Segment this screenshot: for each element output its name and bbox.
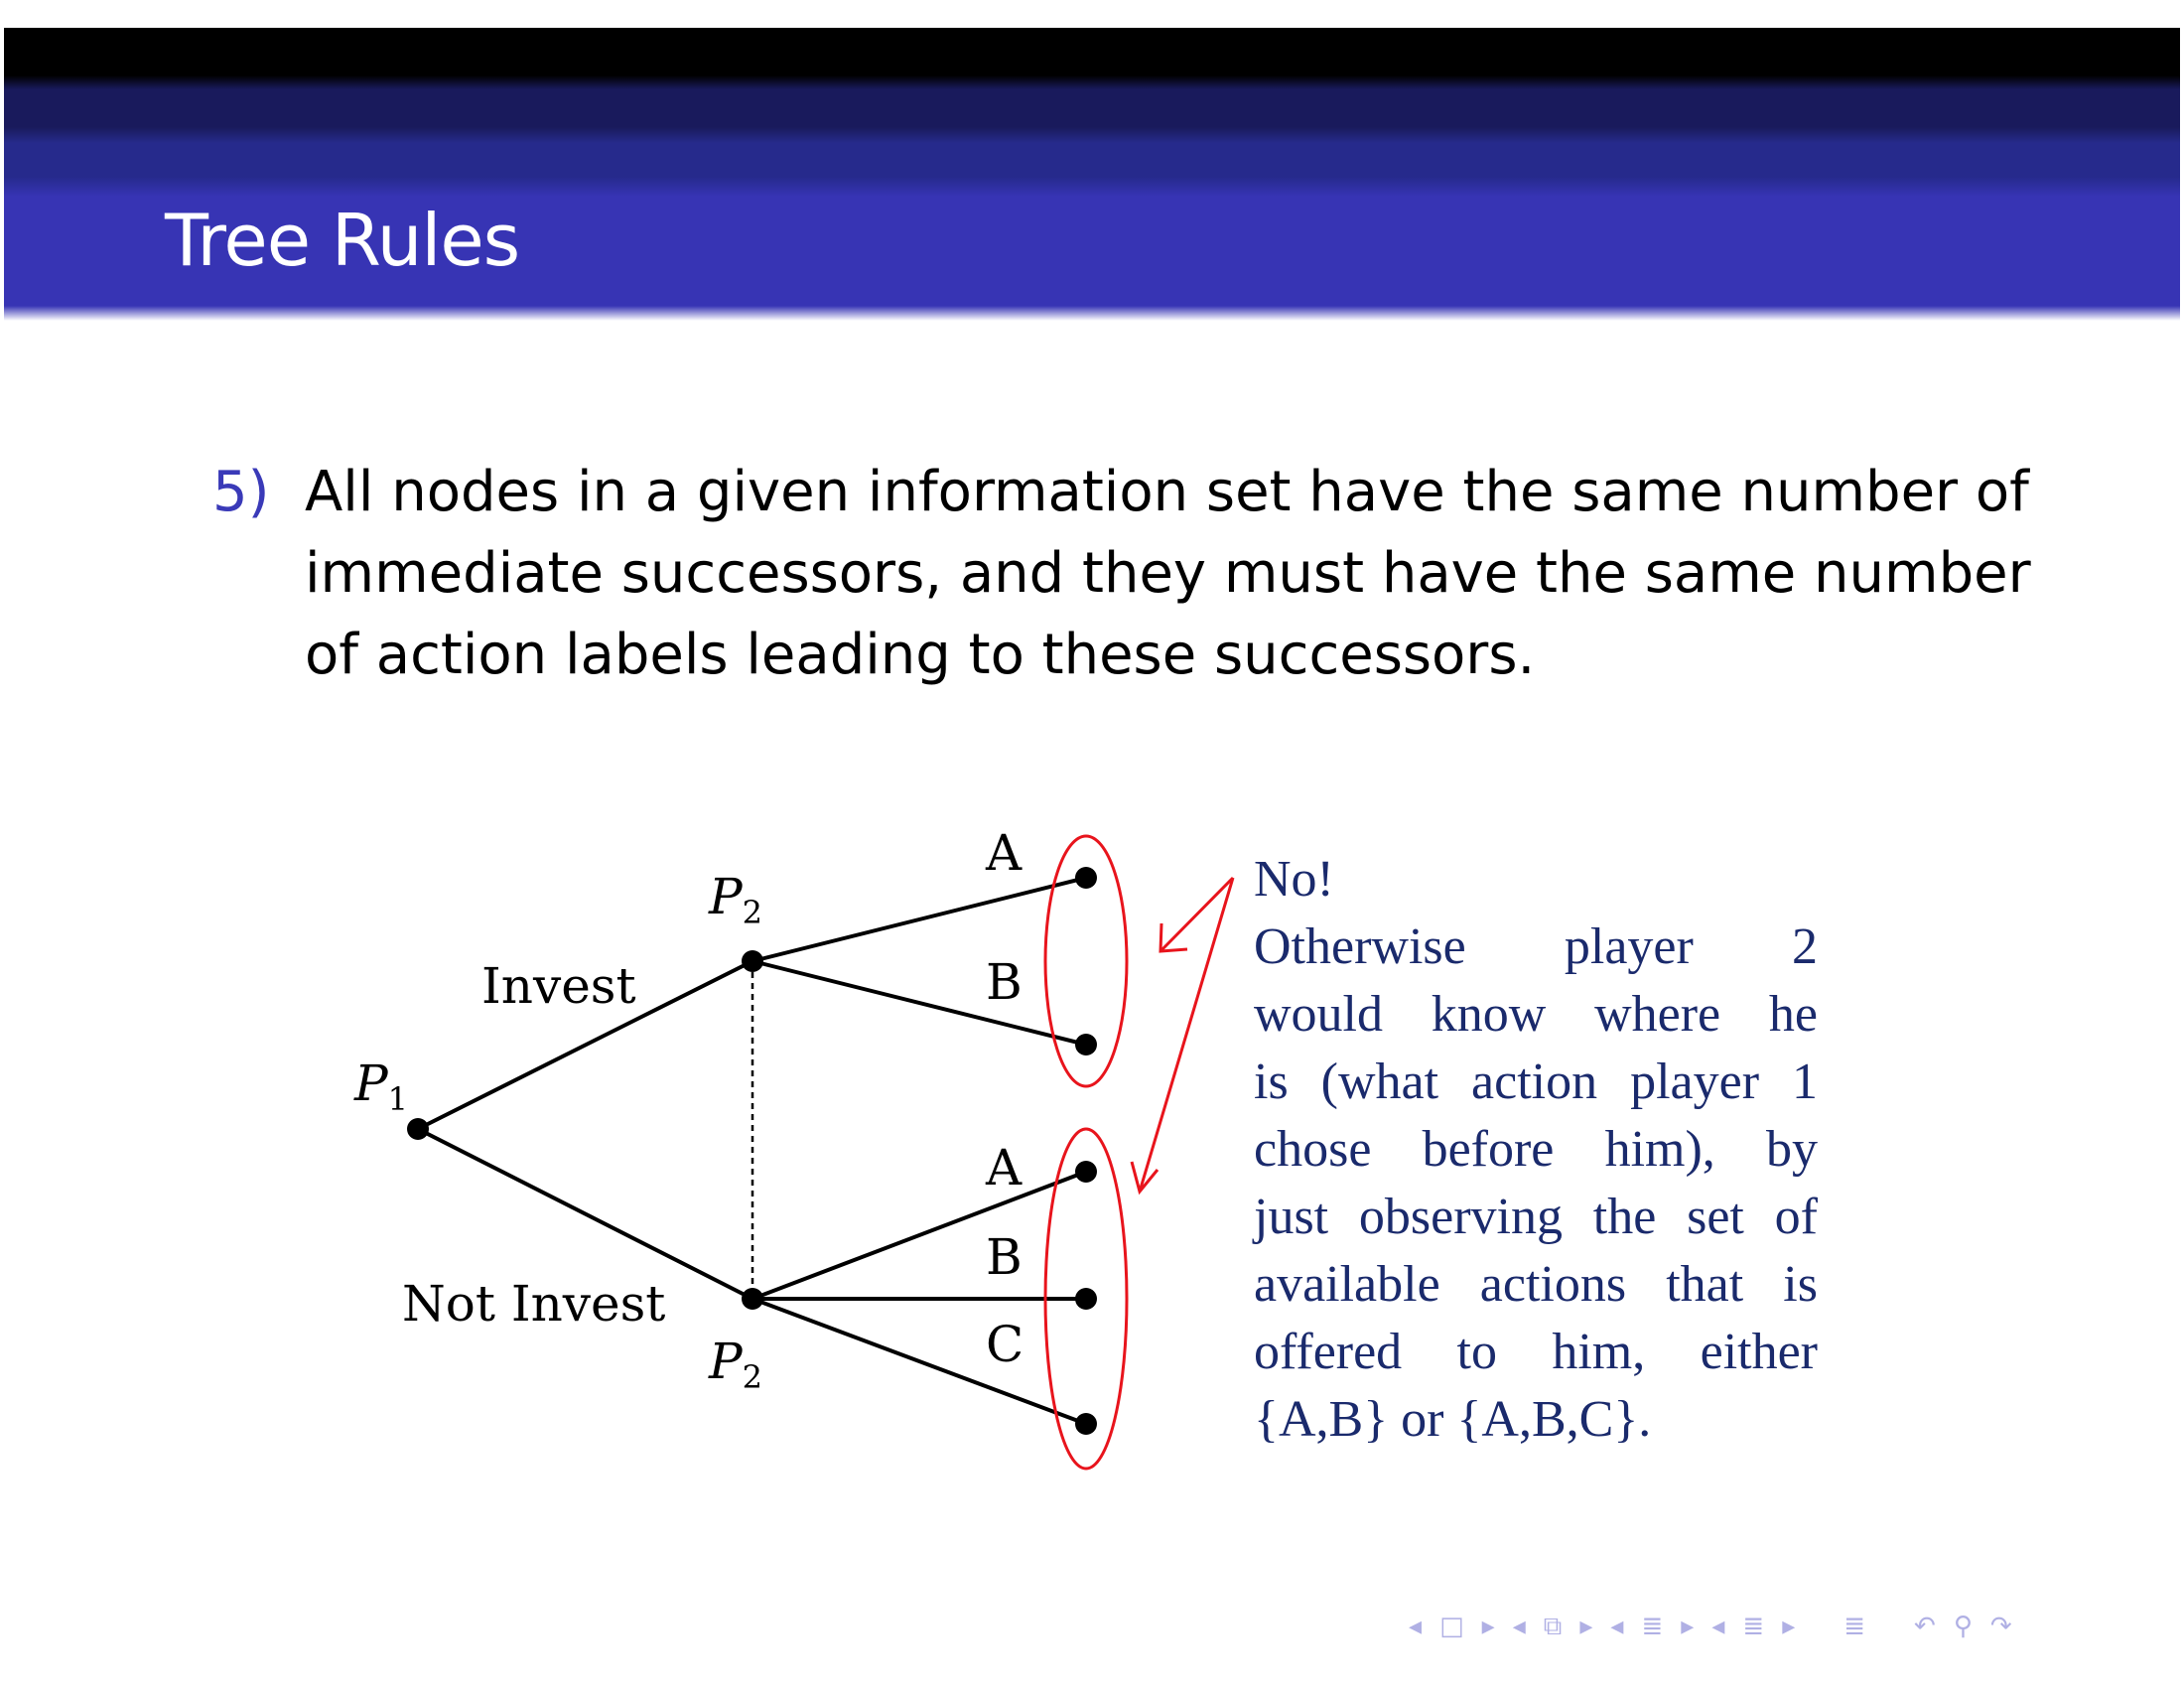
- label-p2-bottom: P2: [708, 1333, 762, 1396]
- note-line: Otherwise player 2: [1254, 918, 1818, 975]
- player-letter: P: [353, 1055, 389, 1112]
- note-line: chose before him), by: [1254, 1121, 1818, 1178]
- terminal-node: [1075, 1034, 1097, 1055]
- node-p1: [407, 1118, 429, 1140]
- player-letter: P: [708, 868, 744, 925]
- section-icon[interactable]: ≣: [1742, 1612, 1765, 1641]
- arrow-icon: [1159, 876, 1235, 953]
- edge-a-bottom: [751, 1170, 1087, 1301]
- frame-icon[interactable]: □: [1439, 1612, 1464, 1641]
- note-line: is (what action player 1: [1254, 1054, 1818, 1110]
- edge-a-top: [751, 876, 1087, 963]
- rule-text-line: of action labels leading to these succes…: [305, 623, 1536, 687]
- undo-icon[interactable]: ↶: [1914, 1612, 1936, 1641]
- label-c-bottom: C: [986, 1316, 1024, 1373]
- note-line: would know where he: [1254, 986, 1818, 1043]
- title-bar: [4, 28, 2180, 321]
- rule-text-line: immediate successors, and they must have…: [305, 541, 2031, 606]
- player-subscript: 2: [743, 894, 762, 931]
- label-p1: P1: [353, 1055, 408, 1118]
- next-slide-icon[interactable]: ▸: [1481, 1612, 1495, 1641]
- player-subscript: 2: [743, 1358, 762, 1396]
- rule-text-line: All nodes in a given information set hav…: [305, 460, 2029, 524]
- note-line: just observing the set of: [1254, 1189, 1818, 1245]
- player-letter: P: [708, 1333, 744, 1390]
- edge-b-top: [751, 959, 1087, 1047]
- terminal-node: [1075, 1288, 1097, 1310]
- edge-c-bottom: [751, 1297, 1087, 1426]
- edge-invest: [417, 959, 753, 1131]
- rule-number: 5): [212, 460, 270, 524]
- label-b-top: B: [986, 953, 1023, 1011]
- label-invest: Invest: [481, 957, 636, 1015]
- label-a-top: A: [985, 824, 1023, 882]
- arrow-icon: [1138, 877, 1235, 1193]
- subsection-frames-icon[interactable]: ⧉: [1543, 1611, 1563, 1641]
- redo-icon[interactable]: ↷: [1989, 1612, 2012, 1641]
- arrowhead-icon: [1130, 1161, 1160, 1196]
- node-p2-top: [742, 950, 763, 972]
- next-section-icon[interactable]: ▸: [1782, 1612, 1796, 1641]
- label-a-bottom: A: [985, 1139, 1023, 1196]
- prev-slide-icon[interactable]: ◂: [1409, 1612, 1423, 1641]
- label-b-bottom: B: [986, 1228, 1023, 1286]
- prev-frame-icon[interactable]: ◂: [1512, 1612, 1526, 1641]
- slide-title: Tree Rules: [165, 199, 520, 282]
- edge-not-invest: [417, 1127, 753, 1301]
- subsection-icon[interactable]: ≣: [1641, 1612, 1664, 1641]
- next-subsection-icon[interactable]: ▸: [1681, 1612, 1695, 1641]
- outline-icon[interactable]: ≣: [1843, 1612, 1866, 1641]
- explanation-note: No! Otherwise player 2 would know where …: [1254, 846, 1818, 1454]
- note-line: available actions that is: [1254, 1256, 1818, 1313]
- highlight-ellipse-bottom: [1043, 1127, 1129, 1471]
- next-frame-icon[interactable]: ▸: [1579, 1612, 1593, 1641]
- beamer-navigation-bar: ◂ □ ▸ ◂ ⧉ ▸ ◂ ≣ ▸ ◂ ≣ ▸ ≣ ↶ ⚲ ↷: [1400, 1607, 2021, 1646]
- arrowhead-icon: [1159, 922, 1188, 953]
- note-line: offered to him, either: [1254, 1324, 1818, 1380]
- player-subscript: 1: [388, 1080, 408, 1118]
- terminal-node: [1075, 1161, 1097, 1183]
- terminal-node: [1075, 867, 1097, 889]
- node-p2-bottom: [742, 1288, 763, 1310]
- prev-subsection-icon[interactable]: ◂: [1610, 1612, 1624, 1641]
- search-icon[interactable]: ⚲: [1953, 1612, 1973, 1641]
- label-p2-top: P2: [708, 868, 762, 931]
- highlight-ellipse-top: [1043, 834, 1129, 1088]
- label-not-invest: Not Invest: [402, 1275, 665, 1333]
- prev-section-icon[interactable]: ◂: [1711, 1612, 1725, 1641]
- note-line: No!: [1254, 851, 1334, 908]
- note-line: {A,B} or {A,B,C}.: [1254, 1391, 1652, 1448]
- terminal-node: [1075, 1413, 1097, 1435]
